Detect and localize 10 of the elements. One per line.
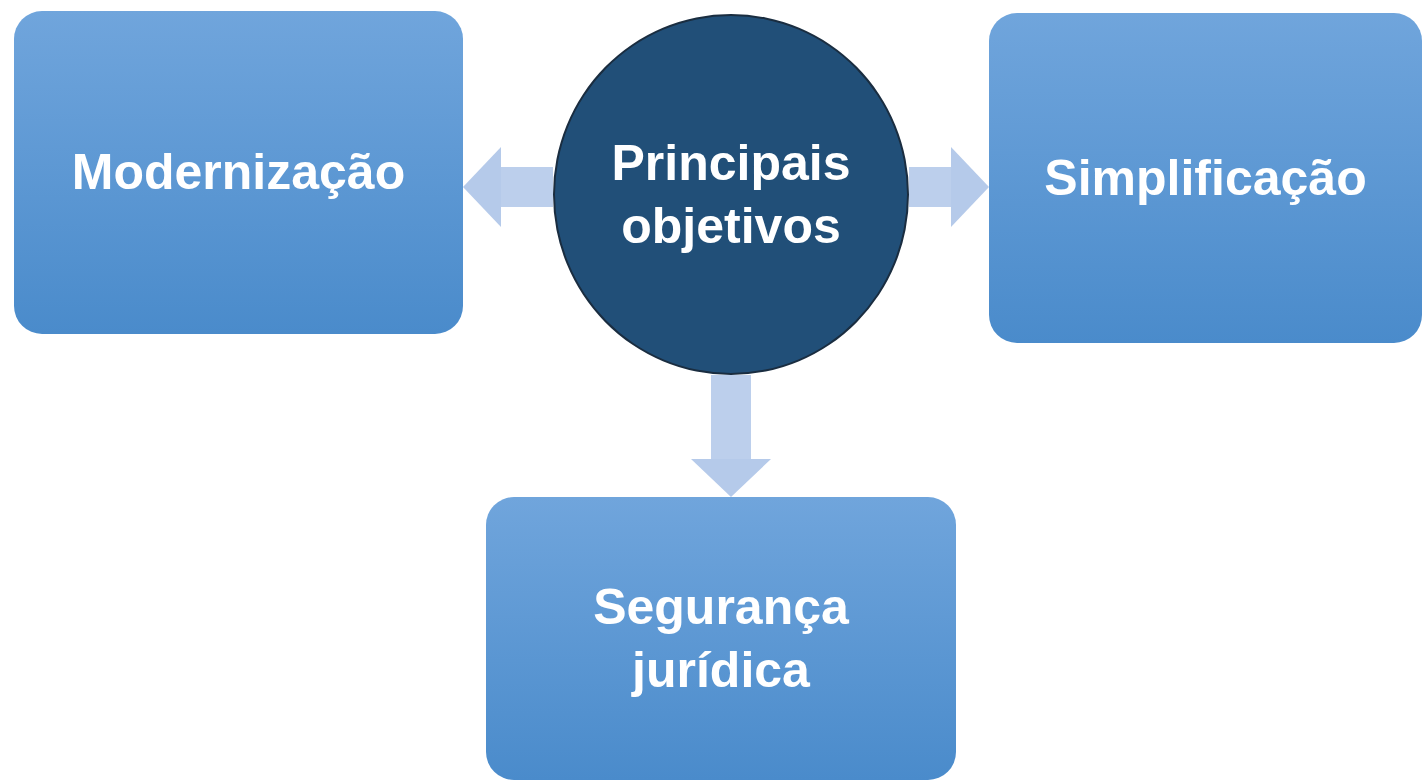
topic-label: Segurança jurídica [592, 578, 850, 700]
block-arrow [909, 147, 989, 227]
topic-label: Modernização [70, 143, 407, 203]
topic-box [989, 13, 1422, 343]
block-arrow [691, 375, 771, 497]
topic-label: Principais objetivos [610, 134, 852, 256]
topic-label: Simplificação [1043, 148, 1368, 208]
block-arrow [463, 147, 553, 227]
topic-box [486, 497, 956, 780]
topic-box [14, 11, 463, 334]
